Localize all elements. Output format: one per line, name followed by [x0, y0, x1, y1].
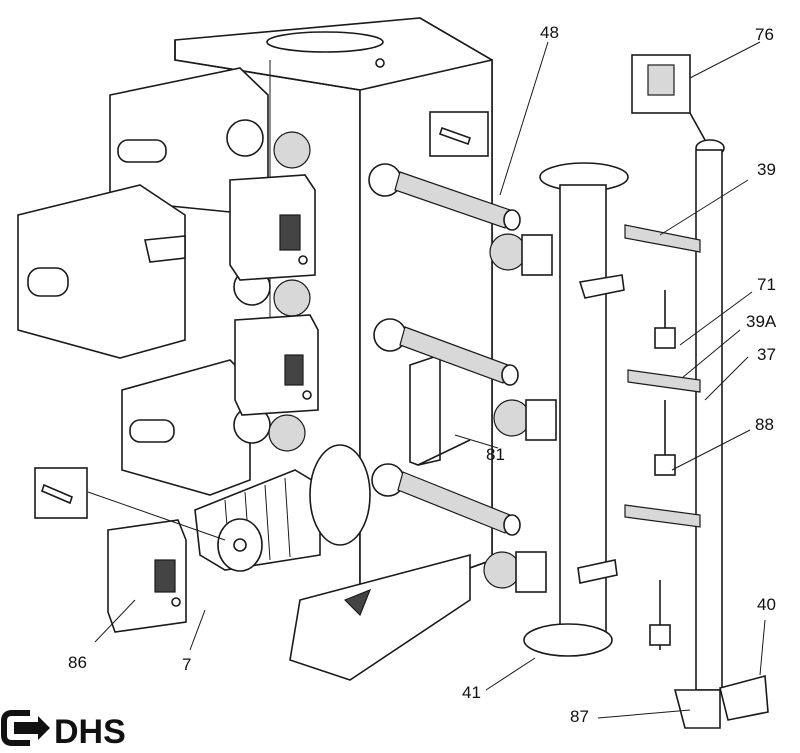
threaded-rod-middle	[373, 318, 519, 386]
callout-71: 71	[757, 275, 776, 294]
callout-81: 81	[486, 445, 505, 464]
callout-76: 76	[755, 25, 774, 44]
callout-86: 86	[68, 653, 87, 672]
callout-39: 39	[757, 160, 776, 179]
callout-40: 40	[757, 595, 776, 614]
control-box-upper	[229, 174, 316, 281]
arrow-right-icon	[1, 710, 50, 746]
threaded-rod-upper	[368, 163, 521, 231]
motor-middle-left	[17, 184, 186, 359]
callout-88: 88	[755, 415, 774, 434]
callout-39a: 39A	[746, 312, 777, 331]
callout-7: 7	[182, 655, 191, 674]
manifold-pipe	[673, 139, 769, 729]
top-bolt	[375, 58, 385, 68]
inset-bolt-lower	[34, 467, 88, 519]
pipe-connectors	[483, 233, 557, 593]
header-pipe	[523, 162, 629, 657]
elbow-fitting	[719, 674, 769, 721]
header-pipe-base-flange	[523, 623, 613, 657]
logo-text: DHS	[54, 713, 126, 751]
inset-bolt-upper	[429, 111, 489, 157]
callout-87: 87	[570, 707, 589, 726]
callout-48: 48	[540, 23, 559, 42]
threaded-rod-lower	[371, 463, 521, 536]
threaded-rods	[368, 163, 521, 536]
motor-lower-left	[121, 359, 251, 496]
leader-lines	[87, 41, 766, 719]
control-box-middle	[234, 314, 319, 416]
branch-lines	[624, 224, 701, 650]
inset-detail-76	[631, 54, 706, 141]
dhs-logo: DHS	[1, 710, 126, 751]
callout-labels: 48 76 39 71 39A 37 88 81 40 87 41 86 7	[68, 23, 777, 726]
control-box-lower	[107, 519, 187, 633]
callout-37: 37	[757, 345, 776, 364]
callout-41: 41	[462, 683, 481, 702]
discharge-chute	[289, 553, 471, 681]
pump-motor-lower	[194, 444, 371, 572]
top-port	[266, 31, 384, 53]
